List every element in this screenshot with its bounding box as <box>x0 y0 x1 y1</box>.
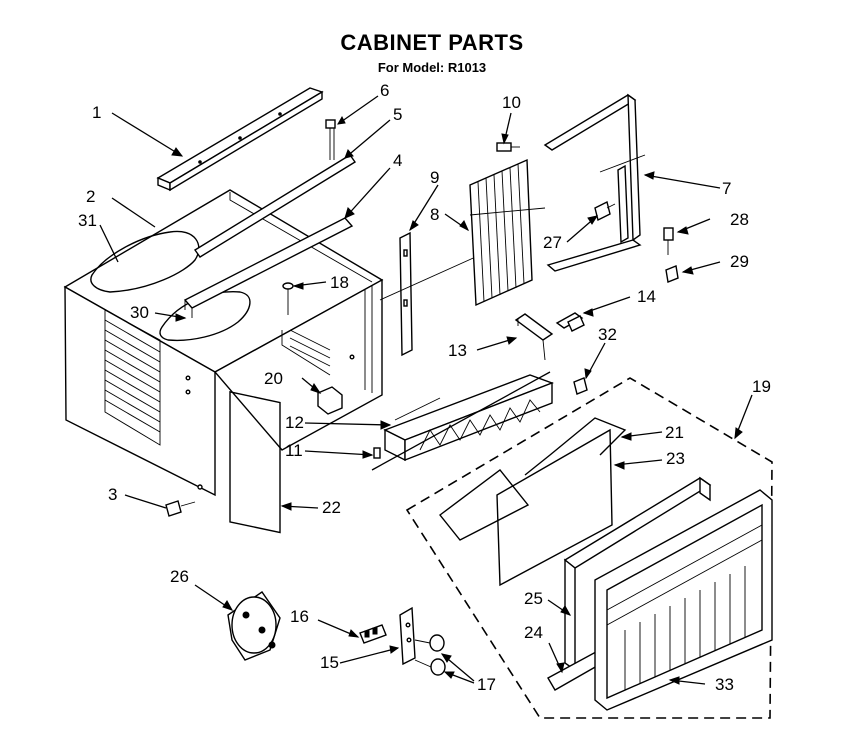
callout-22: 22 <box>322 498 341 517</box>
part-25-frame <box>563 476 712 672</box>
part-14-clip <box>555 312 585 332</box>
part-4-rail <box>183 217 354 309</box>
callout-30: 30 <box>130 303 149 322</box>
part-10-screw <box>496 142 520 152</box>
callout-7: 7 <box>722 179 731 198</box>
callout-15: 15 <box>320 653 339 672</box>
part-15-plate <box>399 606 416 666</box>
callout-8: 8 <box>430 205 439 224</box>
part-29-clip <box>665 265 679 283</box>
grille-vanes <box>624 566 746 690</box>
callout-6: 6 <box>380 81 389 100</box>
part-27-screw <box>594 200 616 222</box>
part-16-terminal <box>359 624 387 644</box>
callout-10: 10 <box>502 93 521 112</box>
callout-2: 2 <box>86 187 95 206</box>
part-9-bracket <box>379 231 481 357</box>
callout-1: 1 <box>92 103 101 122</box>
callout-17: 17 <box>477 675 496 694</box>
callout-5: 5 <box>393 105 402 124</box>
part-6-screw <box>325 119 336 160</box>
part-11-rod <box>371 371 551 471</box>
part-12-louver-assembly <box>383 374 554 462</box>
part-3-screw <box>165 500 196 517</box>
callout-24: 24 <box>524 623 543 642</box>
leader-arrowheads <box>171 115 743 685</box>
part-20-bracket <box>317 386 343 415</box>
part-8-grille <box>469 158 546 307</box>
part-26-knob <box>227 591 281 661</box>
diagram-title: CABINET PARTS <box>340 30 524 55</box>
part-13-bracket <box>514 313 554 361</box>
callout-28: 28 <box>730 210 749 229</box>
callout-29: 29 <box>730 252 749 271</box>
callout-20: 20 <box>264 369 283 388</box>
callout-27: 27 <box>543 233 562 252</box>
part-33-front-grille <box>594 489 773 711</box>
callout-32: 32 <box>598 325 617 344</box>
part-31-insulation <box>90 230 200 293</box>
callout-18: 18 <box>330 273 349 292</box>
part-21-handle <box>439 417 627 541</box>
callout-19: 19 <box>752 377 771 396</box>
model-subtitle: For Model: R1013 <box>377 60 487 75</box>
callout-26: 26 <box>170 567 189 586</box>
callout-3: 3 <box>108 485 117 504</box>
callout-14: 14 <box>637 287 656 306</box>
callout-33: 33 <box>715 675 734 694</box>
part-22-filter <box>229 391 281 534</box>
part-32-screw <box>573 377 588 395</box>
callout-31: 31 <box>78 211 97 230</box>
callout-labels: 1 2 31 3 4 5 6 7 8 9 10 11 12 13 14 15 1… <box>78 81 771 694</box>
callout-12: 12 <box>285 413 304 432</box>
part-7-frame <box>543 93 646 272</box>
part-23-filter <box>496 428 613 587</box>
part-5-rail <box>193 154 357 258</box>
part-28-screw <box>663 227 674 255</box>
callout-16: 16 <box>290 607 309 626</box>
callout-13: 13 <box>448 341 467 360</box>
callout-23: 23 <box>666 449 685 468</box>
cabinet-louvers <box>104 309 331 446</box>
callout-11: 11 <box>285 441 303 460</box>
part-1-rail <box>156 87 324 192</box>
part-17-knobs <box>414 634 446 676</box>
callout-25: 25 <box>524 589 543 608</box>
callout-9: 9 <box>430 168 439 187</box>
callout-4: 4 <box>393 151 402 170</box>
callout-21: 21 <box>665 423 684 442</box>
